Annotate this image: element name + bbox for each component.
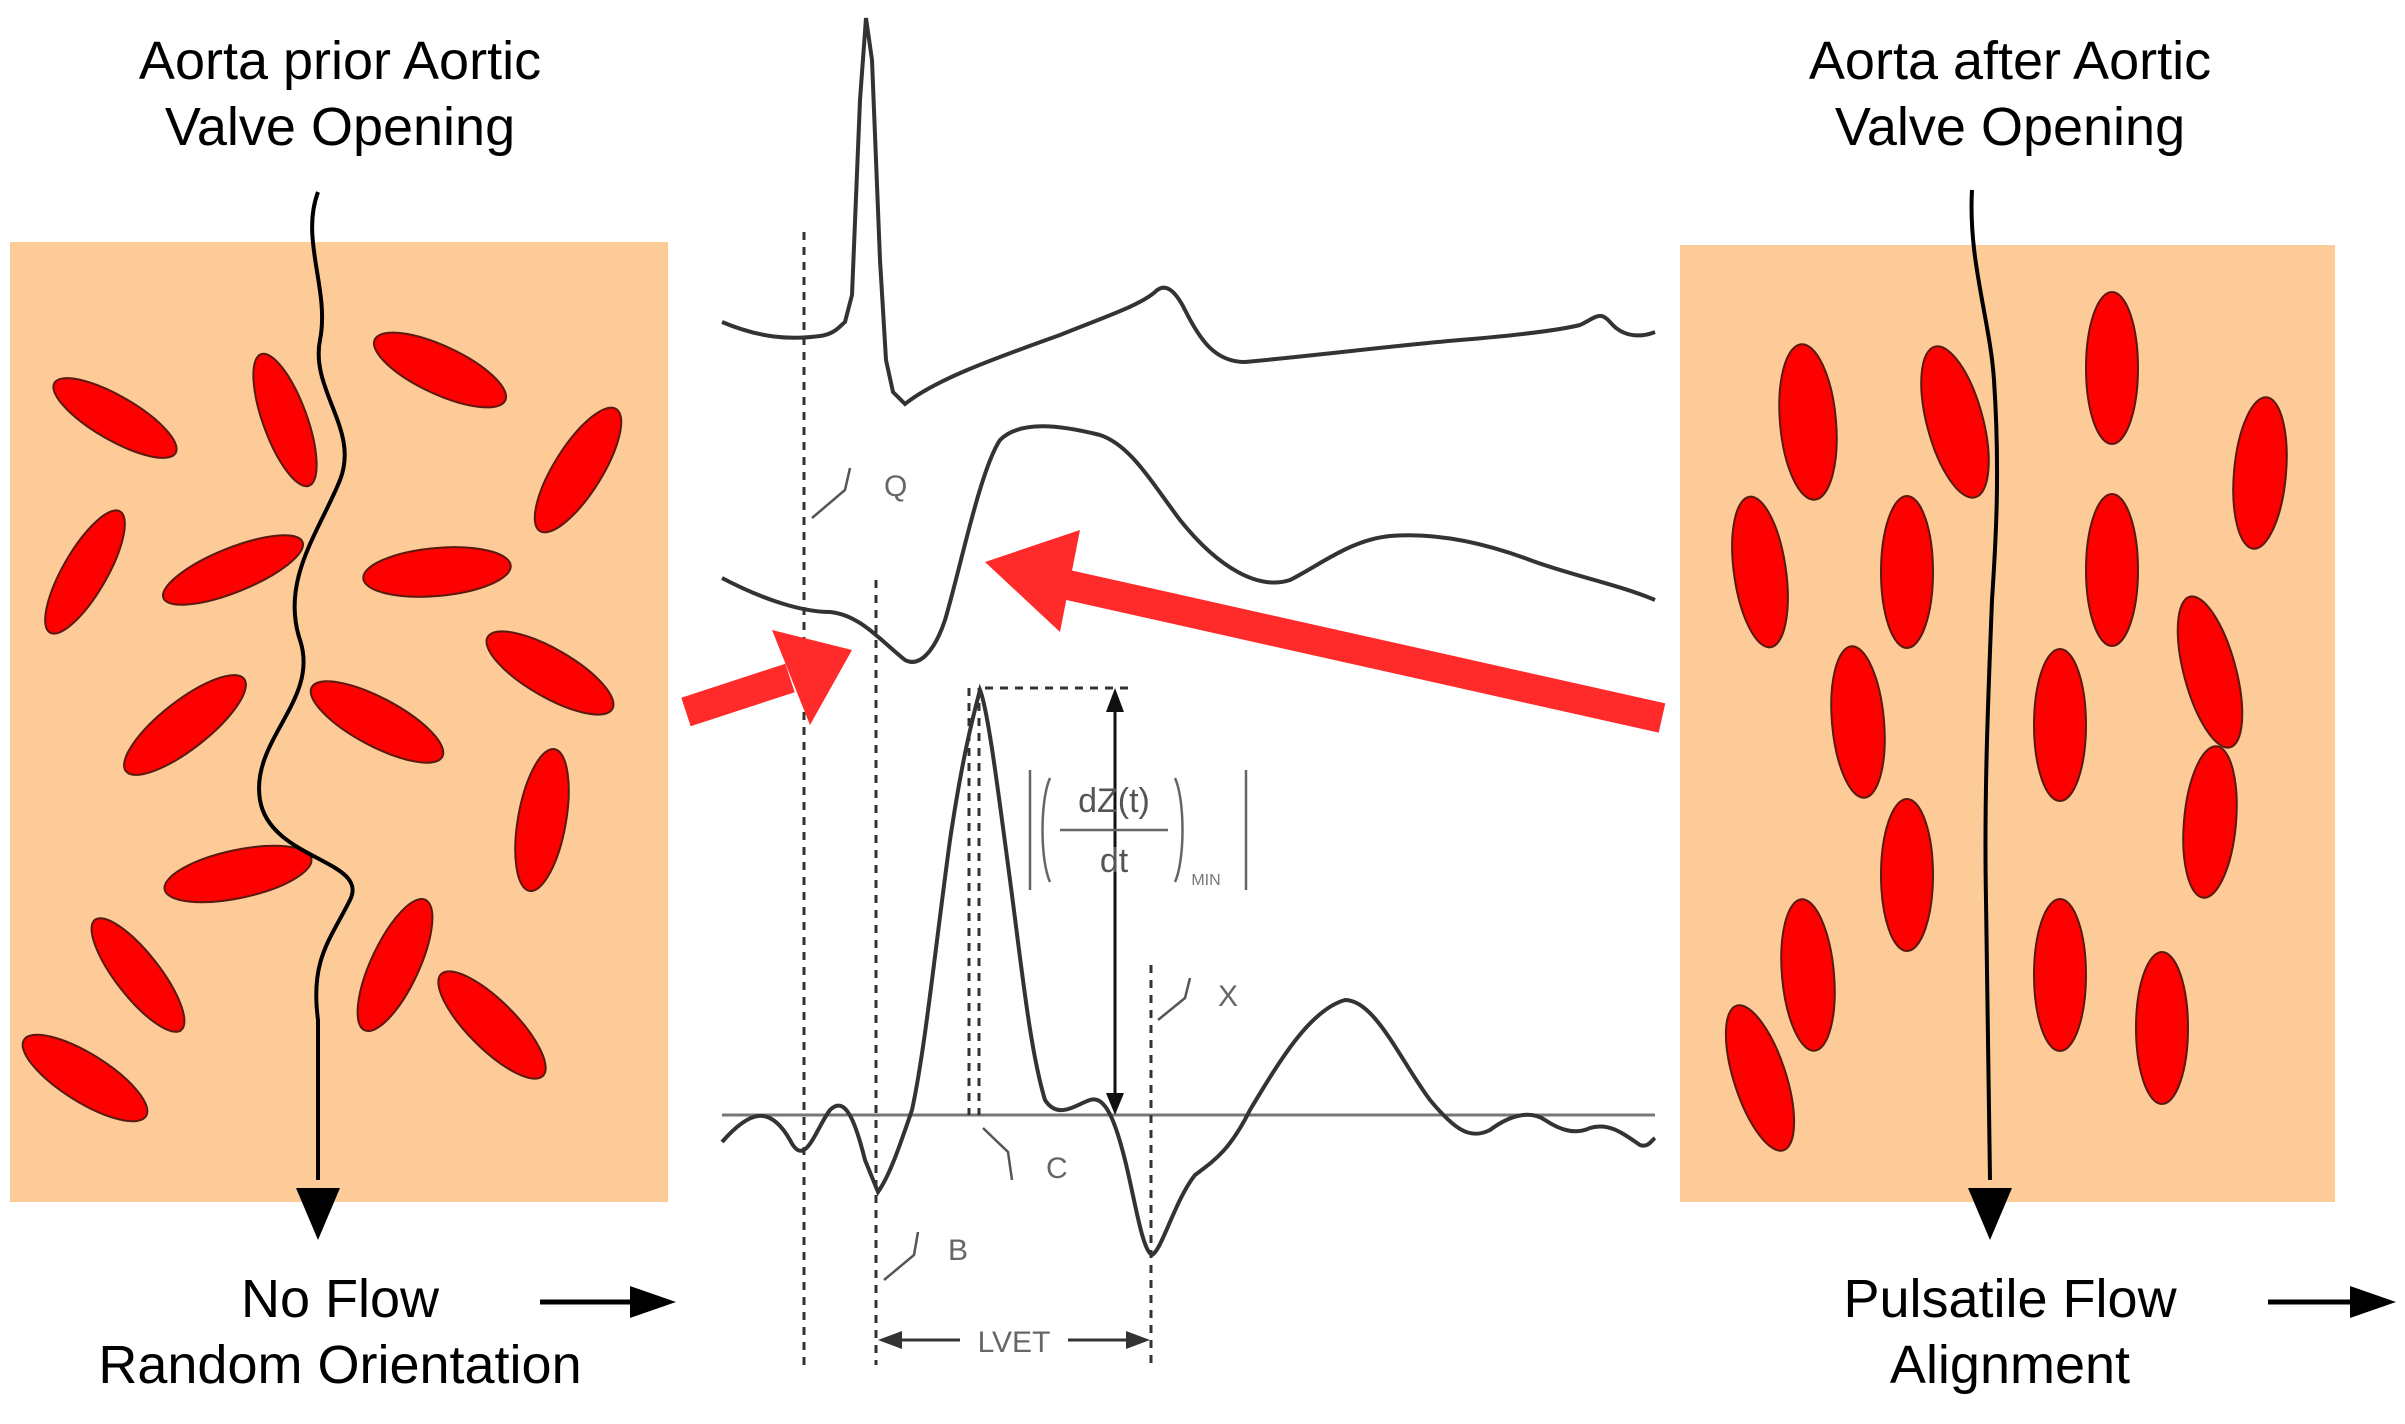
left-caption-line-1: No Flow (240, 1269, 440, 1329)
red-blood-cell (2085, 291, 2139, 445)
left-red-cells (21, 331, 623, 1123)
red-blood-cell (1920, 345, 1990, 499)
q-leader (811, 467, 852, 519)
x-leader (1157, 977, 1192, 1021)
b-leader (883, 1231, 920, 1281)
red-blood-cell (372, 331, 508, 409)
lvet-label-bg (960, 1322, 1068, 1358)
left-flow-line (257, 191, 355, 1180)
right-title-line-2: Valve Opening (1834, 97, 2186, 157)
formula-paren-left (1041, 777, 1052, 883)
red-blood-cell (309, 680, 445, 764)
red-blood-cell (90, 917, 186, 1033)
ecg-trace (721, 17, 1656, 407)
red-blood-cell (2182, 745, 2238, 899)
red-blood-cell (1731, 495, 1789, 649)
right-title-line-1: Aorta after Aortic (1808, 31, 2212, 91)
red-blood-cell (161, 534, 305, 606)
red-blood-cell (533, 406, 623, 534)
right-flow-line (1969, 189, 2000, 1181)
b-label: B (948, 1234, 968, 1267)
red-blood-cell (2085, 493, 2139, 647)
red-blood-cell (2176, 595, 2244, 749)
red-blood-cell (514, 747, 570, 893)
red-blood-cell (1778, 343, 1838, 501)
lvet-arrow-left (878, 1331, 902, 1349)
right-direction-arrow (2268, 1286, 2396, 1318)
left-panel-caption: No Flow Random Orientation (20, 1266, 660, 1398)
red-blood-cell (362, 546, 512, 598)
x-label: X (1218, 980, 1238, 1013)
lvet-label: LVET (978, 1326, 1051, 1359)
dzdt-trace (720, 683, 1657, 1258)
lvet-arrow-right (1126, 1331, 1150, 1349)
red-blood-cell (2033, 898, 2087, 1052)
red-arrow-right (985, 530, 1666, 733)
red-blood-cell (21, 1033, 149, 1123)
peak-amplitude-arrow-bottom (1106, 1093, 1124, 1115)
impedance-trace (721, 424, 1656, 664)
red-blood-cell (44, 509, 126, 635)
right-caption-line-1: Pulsatile Flow (1843, 1269, 2177, 1329)
q-label: Q (884, 470, 907, 503)
left-title-line-2: Valve Opening (164, 97, 516, 157)
red-blood-cell (123, 674, 247, 776)
right-panel-caption: Pulsatile Flow Alignment (1700, 1266, 2320, 1398)
formula-numerator: dZ(t) (1078, 782, 1150, 820)
red-blood-cell (2033, 648, 2087, 802)
red-arrow-left (681, 630, 852, 727)
waveform-panel: dZ(t) dt MIN Q B C X LVET (681, 17, 1666, 1370)
red-blood-cell (1830, 645, 1886, 799)
red-blood-cell (1724, 1004, 1796, 1152)
red-blood-cell (437, 970, 547, 1080)
red-blood-cell (485, 630, 615, 716)
left-aorta-panel (10, 191, 668, 1240)
right-aorta-panel (1680, 189, 2335, 1240)
right-panel-title: Aorta after Aortic Valve Opening (1700, 28, 2320, 160)
red-blood-cell (1780, 898, 1836, 1052)
left-caption-line-2: Random Orientation (98, 1335, 582, 1395)
right-caption-line-2: Alignment (1889, 1335, 2131, 1395)
peak-amplitude-arrow-top (1106, 688, 1124, 712)
red-blood-cell (1880, 495, 1934, 649)
formula-subscript: MIN (1191, 872, 1220, 889)
left-direction-arrow (540, 1286, 676, 1318)
red-blood-cell (2232, 396, 2288, 550)
red-blood-cell (1880, 798, 1934, 952)
red-blood-cell (52, 377, 178, 459)
left-title-line-1: Aorta prior Aortic (138, 31, 542, 91)
formula-paren-right (1173, 777, 1184, 883)
right-flow-arrowhead (1968, 1188, 2012, 1240)
c-label: C (1046, 1152, 1068, 1185)
left-flow-arrowhead (296, 1188, 340, 1240)
red-blood-cell (2135, 951, 2189, 1105)
red-blood-cell (163, 844, 313, 904)
left-panel-title: Aorta prior Aortic Valve Opening (30, 28, 650, 160)
red-blood-cell (356, 897, 434, 1033)
right-red-cells (1724, 291, 2288, 1152)
formula-denominator: dt (1100, 842, 1129, 880)
red-blood-cell (252, 352, 318, 488)
c-leader (982, 1127, 1014, 1181)
